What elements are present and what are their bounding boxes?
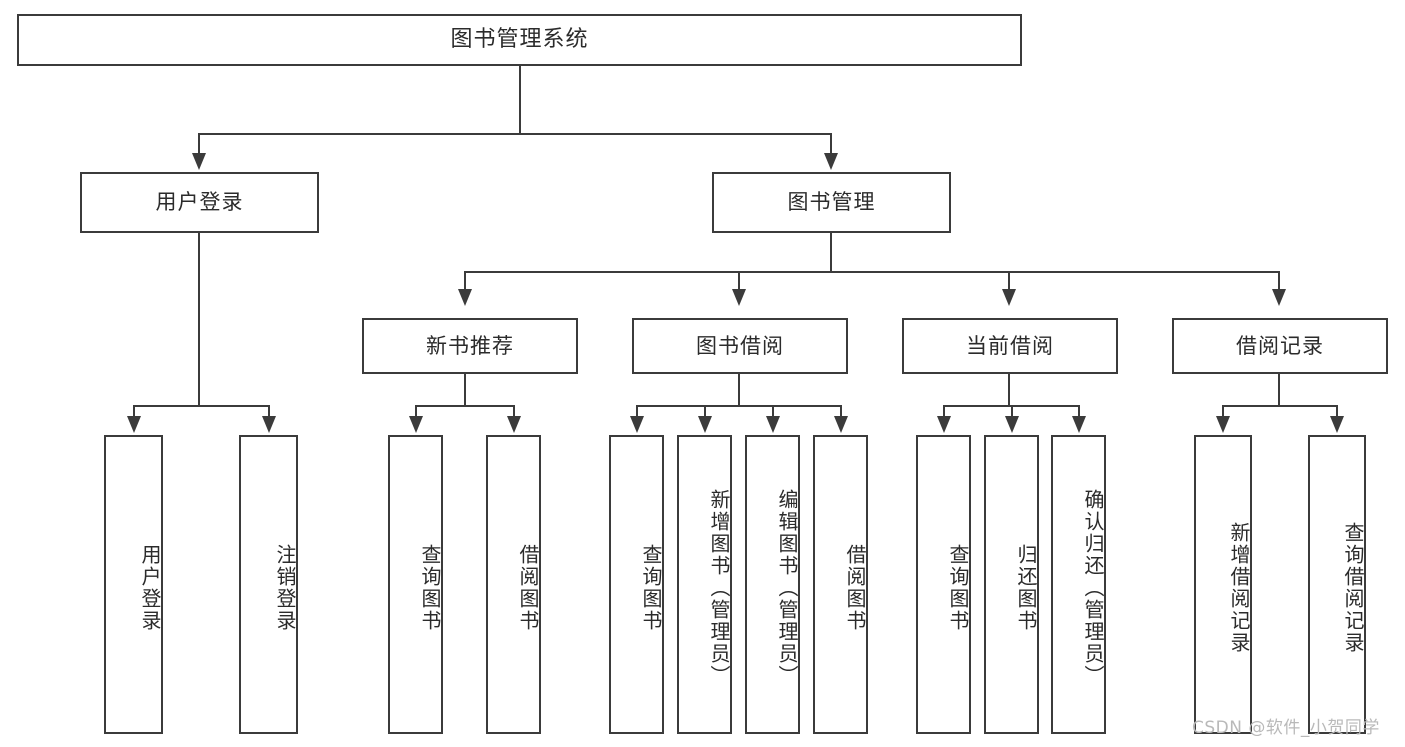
arrow-to-leaf-query-record	[1330, 416, 1344, 433]
leaf-confirm-return-admin[interactable]: 确认归还（管理员）	[1051, 435, 1106, 734]
edge-book-borrow-drop-3	[772, 405, 774, 418]
arrow-to-new-book	[458, 289, 472, 306]
edge-borrow-record-down	[1278, 374, 1280, 405]
arrow-to-leaf-confirm-return	[1072, 416, 1086, 433]
node-book-manage[interactable]: 图书管理	[712, 172, 951, 233]
watermark-text: CSDN @软件_小贺同学	[1192, 718, 1380, 738]
arrow-to-leaf-query-book-a	[409, 416, 423, 433]
edge-borrow-record-drop-1	[1222, 405, 1224, 418]
edge-new-book-drop-2	[513, 405, 515, 418]
edge-new-book-down	[464, 374, 466, 405]
arrow-to-book-borrow	[732, 289, 746, 306]
edge-book-borrow-drop-4	[840, 405, 842, 418]
leaf-logout[interactable]: 注销登录	[239, 435, 298, 734]
arrow-to-leaf-add-book	[698, 416, 712, 433]
edge-user-login-leaf2-drop	[268, 405, 270, 418]
edge-borrow-record-bar	[1222, 405, 1338, 407]
arrow-to-leaf-borrow-book-a	[507, 416, 521, 433]
edge-level2-drop-3	[1008, 271, 1010, 291]
arrow-to-user-login	[192, 153, 206, 170]
edge-level2-drop-1	[464, 271, 466, 291]
leaf-return-book[interactable]: 归还图书	[984, 435, 1039, 734]
edge-user-login-leaf1-drop	[133, 405, 135, 418]
edge-level1-right-drop	[830, 133, 832, 155]
arrow-to-leaf-user-login	[127, 416, 141, 433]
arrow-to-book-manage	[824, 153, 838, 170]
edge-root-down	[519, 66, 521, 133]
node-book-borrow[interactable]: 图书借阅	[632, 318, 848, 374]
node-user-login[interactable]: 用户登录	[80, 172, 319, 233]
leaf-add-borrow-record[interactable]: 新增借阅记录	[1194, 435, 1252, 734]
arrow-to-leaf-logout	[262, 416, 276, 433]
edge-level1-left-drop	[198, 133, 200, 155]
leaf-add-book-admin[interactable]: 新增图书（管理员）	[677, 435, 732, 734]
leaf-borrow-book-newbook[interactable]: 借阅图书	[486, 435, 541, 734]
node-root[interactable]: 图书管理系统	[17, 14, 1022, 66]
node-new-book[interactable]: 新书推荐	[362, 318, 578, 374]
edge-user-login-bar	[133, 405, 268, 407]
arrow-to-leaf-return-book	[1005, 416, 1019, 433]
edge-book-borrow-drop-1	[636, 405, 638, 418]
edge-new-book-drop-1	[415, 405, 417, 418]
leaf-query-book-newbook[interactable]: 查询图书	[388, 435, 443, 734]
arrow-to-leaf-query-book-c	[937, 416, 951, 433]
leaf-user-login[interactable]: 用户登录	[104, 435, 163, 734]
edge-book-borrow-down	[738, 374, 740, 405]
edge-borrow-record-drop-2	[1336, 405, 1338, 418]
leaf-borrow-book-borrow[interactable]: 借阅图书	[813, 435, 868, 734]
leaf-edit-book-admin[interactable]: 编辑图书（管理员）	[745, 435, 800, 734]
edge-level2-drop-4	[1278, 271, 1280, 291]
arrow-to-leaf-borrow-book-b	[834, 416, 848, 433]
arrow-to-borrow-record	[1272, 289, 1286, 306]
leaf-query-book-current[interactable]: 查询图书	[916, 435, 971, 734]
edge-level2-bar	[464, 271, 1280, 273]
edge-current-borrow-drop-3	[1078, 405, 1080, 418]
edge-level2-drop-2	[738, 271, 740, 291]
edge-current-borrow-drop-1	[943, 405, 945, 418]
edge-user-login-down	[198, 233, 200, 405]
leaf-query-book-borrow[interactable]: 查询图书	[609, 435, 664, 734]
arrow-to-leaf-query-book-b	[630, 416, 644, 433]
edge-book-manage-down	[830, 233, 832, 271]
node-current-borrow[interactable]: 当前借阅	[902, 318, 1118, 374]
arrow-to-leaf-edit-book	[766, 416, 780, 433]
node-borrow-record[interactable]: 借阅记录	[1172, 318, 1388, 374]
arrow-to-leaf-add-record	[1216, 416, 1230, 433]
leaf-query-borrow-record[interactable]: 查询借阅记录	[1308, 435, 1366, 734]
edge-level1-bar	[198, 133, 831, 135]
edge-book-borrow-drop-2	[704, 405, 706, 418]
edge-current-borrow-down	[1008, 374, 1010, 405]
edge-new-book-bar	[415, 405, 515, 407]
edge-current-borrow-drop-2	[1011, 405, 1013, 418]
edge-book-borrow-bar	[636, 405, 841, 407]
arrow-to-current-borrow	[1002, 289, 1016, 306]
